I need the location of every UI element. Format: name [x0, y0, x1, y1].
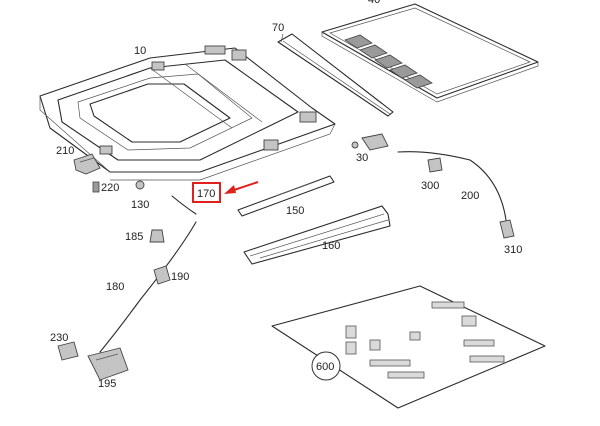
callout-600: 600 — [316, 361, 334, 373]
callout-30: 30 — [356, 152, 368, 164]
seal-strip-part-70 — [277, 33, 394, 117]
highlight-box-170 — [192, 182, 221, 203]
wind-deflector-part-150 — [237, 175, 335, 217]
callout-220: 220 — [101, 182, 119, 194]
bracket-part-30 — [351, 133, 389, 151]
callout-230: 230 — [50, 332, 68, 344]
callout-40: 40 — [368, 0, 380, 6]
callout-300: 300 — [421, 180, 439, 192]
callout-195: 195 — [98, 378, 116, 390]
bracket-part-195 — [87, 347, 129, 381]
callout-170: 170 — [197, 188, 215, 200]
callout-180: 180 — [106, 281, 124, 293]
clip-part-130 — [135, 180, 145, 190]
clip-part-190 — [153, 265, 171, 285]
callout-130: 130 — [131, 199, 149, 211]
drain-hose-part-180 — [99, 221, 197, 353]
callout-150: 150 — [286, 205, 304, 217]
callout-70: 70 — [272, 22, 284, 34]
repair-kit-part-600 — [271, 285, 546, 409]
valve-part-310 — [499, 219, 515, 239]
drain-tube-part-200 — [397, 151, 507, 221]
motor-part-210 — [73, 153, 101, 175]
clip-part-300 — [427, 157, 443, 173]
glass-panel-part-40 — [321, 3, 539, 103]
red-arrow-icon — [224, 181, 259, 194]
drain-hose-part-170 — [171, 195, 197, 215]
callout-10: 10 — [134, 45, 146, 57]
callout-185: 185 — [125, 231, 143, 243]
clip-part-185 — [149, 229, 165, 243]
callout-160: 160 — [322, 240, 340, 252]
guide-rail-part-160 — [243, 205, 391, 265]
callout-210: 210 — [56, 145, 74, 157]
sunroof-frame-part-10 — [39, 45, 336, 181]
callout-310: 310 — [504, 244, 522, 256]
callout-600-circle — [311, 351, 341, 381]
valve-part-230 — [57, 341, 79, 361]
screw-part-220 — [92, 181, 100, 193]
callout-190: 190 — [171, 271, 189, 283]
callout-200: 200 — [461, 190, 479, 202]
